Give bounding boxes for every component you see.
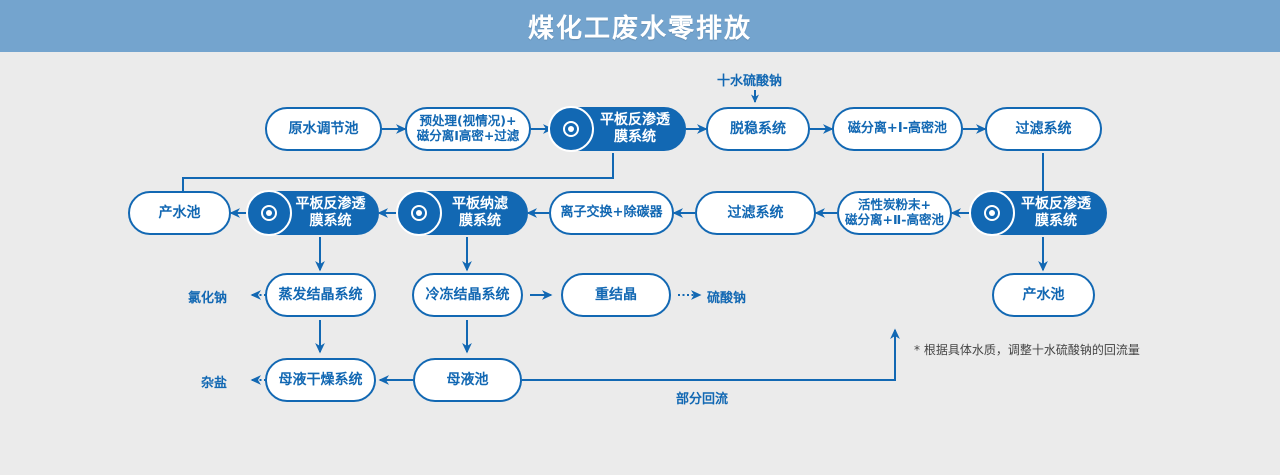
node-label: 产水池 [1022, 286, 1065, 303]
membrane-disc-icon [246, 190, 292, 236]
node-label: 重结晶 [595, 286, 637, 303]
node-label: 冷冻结晶系统 [425, 286, 510, 303]
node-label: 过滤系统 [727, 204, 784, 221]
node-carbon-mag-sep-2[interactable]: 活性炭粉末+ 磁分离+Ⅱ-高密池 [837, 191, 952, 235]
connector-layer [178, 90, 1048, 385]
node-label: 磁分离+Ⅰ-高密池 [847, 121, 948, 137]
node-label: 平板反渗透 膜系统 [1021, 196, 1091, 229]
node-product-water-1[interactable]: 产水池 [128, 191, 231, 235]
label-partial-reflux: 部分回流 [676, 392, 729, 407]
node-mag-sep-1[interactable]: 磁分离+Ⅰ-高密池 [832, 107, 963, 151]
node-label: 脱稳系统 [730, 120, 786, 137]
node-recrystallizer[interactable]: 重结晶 [561, 273, 671, 317]
node-filter-1[interactable]: 过滤系统 [985, 107, 1102, 151]
node-ro-membrane-3[interactable]: 平板反渗透 膜系统 [969, 190, 1107, 236]
node-raw-water-tank[interactable]: 原水调节池 [265, 107, 382, 151]
node-ion-exchange[interactable]: 离子交换+除碳器 [549, 191, 674, 235]
node-label: 预处理(视情况)+ 磁分离Ⅰ高密+过滤 [416, 113, 520, 143]
node-evaporative-crystallizer[interactable]: 蒸发结晶系统 [265, 273, 376, 317]
label-glaubers-salt: 十水硫酸钠 [717, 74, 783, 89]
page-header: 煤化工废水零排放 [0, 0, 1280, 52]
node-mother-liquor-tank[interactable]: 母液池 [413, 358, 522, 402]
node-label: 平板反渗透 膜系统 [600, 112, 670, 145]
node-destabilize[interactable]: 脱稳系统 [706, 107, 810, 151]
page-title: 煤化工废水零排放 [527, 13, 752, 44]
node-label: 活性炭粉末+ 磁分离+Ⅱ-高密池 [845, 197, 944, 227]
node-label: 离子交换+除碳器 [560, 205, 663, 221]
footnote: * 根据具体水质，调整十水硫酸钠的回流量 [914, 343, 1140, 357]
node-label: 母液池 [446, 371, 489, 388]
node-nf-membrane[interactable]: 平板纳滤 膜系统 [396, 190, 528, 236]
node-label: 平板反渗透 膜系统 [295, 196, 366, 229]
membrane-disc-icon [548, 106, 594, 152]
label-mixed-salt: 杂盐 [201, 376, 228, 391]
node-label: 产水池 [158, 204, 201, 221]
flowchart-canvas: 原水调节池 预处理(视情况)+ 磁分离Ⅰ高密+过滤 平板反渗透 膜系统 脱稳系统… [0, 52, 1280, 475]
node-label: 原水调节池 [288, 120, 359, 137]
node-mother-liquor-dryer[interactable]: 母液干燥系统 [265, 358, 376, 402]
label-sodium-chloride: 氯化钠 [188, 291, 228, 306]
membrane-disc-icon [396, 190, 442, 236]
node-label: 过滤系统 [1015, 120, 1072, 137]
node-filter-2[interactable]: 过滤系统 [695, 191, 816, 235]
node-ro-membrane-2[interactable]: 平板反渗透 膜系统 [246, 190, 379, 236]
node-product-water-2[interactable]: 产水池 [992, 273, 1095, 317]
node-ro-membrane-1[interactable]: 平板反渗透 膜系统 [548, 106, 686, 152]
node-freeze-crystallizer[interactable]: 冷冻结晶系统 [412, 273, 523, 317]
node-label: 蒸发结晶系统 [278, 286, 363, 303]
label-sodium-sulfate: 硫酸钠 [707, 291, 747, 306]
node-pretreatment[interactable]: 预处理(视情况)+ 磁分离Ⅰ高密+过滤 [405, 107, 531, 151]
node-label: 母液干燥系统 [278, 371, 363, 388]
membrane-disc-icon [969, 190, 1015, 236]
node-label: 平板纳滤 膜系统 [452, 196, 508, 229]
